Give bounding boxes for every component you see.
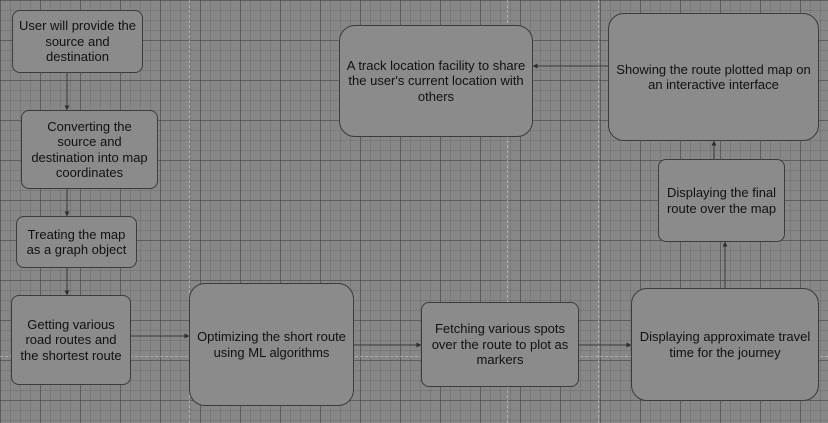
node-label: Converting the source and destination in… (31, 118, 148, 181)
node-label: Displaying approximate travel time for t… (639, 329, 811, 360)
guide-line-horizontal (0, 356, 828, 357)
node-display-final-route[interactable]: Displaying the final route over the map (658, 159, 785, 242)
node-optimize-route[interactable]: Optimizing the short route using ML algo… (189, 283, 354, 406)
guide-line-vertical (507, 0, 508, 423)
node-label: Displaying the final route over the map (666, 185, 777, 216)
node-map-as-graph[interactable]: Treating the map as a graph object (16, 216, 137, 268)
node-label: Treating the map as a graph object (26, 226, 127, 258)
node-label: Showing the route plotted map on an inte… (616, 61, 811, 93)
node-label: Getting various road routes and the shor… (20, 316, 122, 363)
node-interactive-map[interactable]: Showing the route plotted map on an inte… (608, 13, 819, 141)
node-convert-to-coordinates[interactable]: Converting the source and destination in… (21, 110, 158, 189)
node-label: Fetching various spots over the route to… (431, 321, 569, 368)
node-track-location[interactable]: A track location facility to share the u… (339, 25, 533, 137)
node-fetch-spots[interactable]: Fetching various spots over the route to… (421, 302, 579, 387)
node-display-travel-time[interactable]: Displaying approximate travel time for t… (631, 288, 819, 401)
node-label: Optimizing the short route using ML algo… (197, 329, 346, 360)
guide-line-vertical (598, 0, 599, 423)
node-provide-source-destination[interactable]: User will provide the source and destina… (12, 10, 143, 73)
guide-line-vertical (189, 0, 190, 423)
node-label: User will provide the source and destina… (18, 18, 137, 65)
node-get-road-routes[interactable]: Getting various road routes and the shor… (11, 295, 131, 385)
node-label: A track location facility to share the u… (346, 57, 526, 104)
